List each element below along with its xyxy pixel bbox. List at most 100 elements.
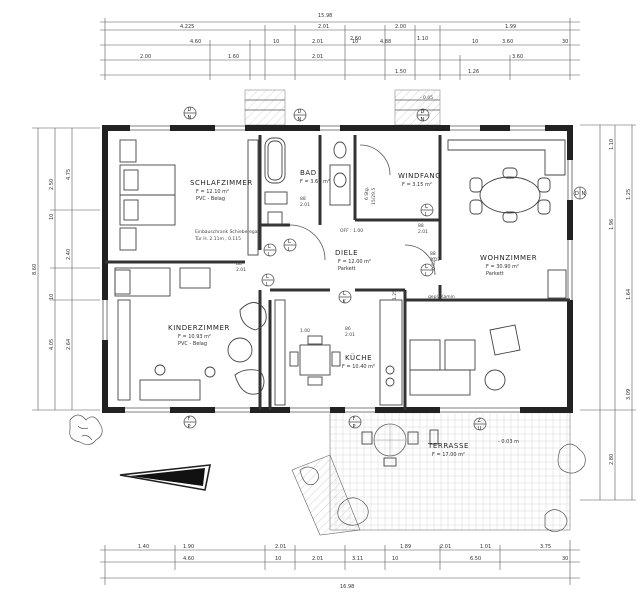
marker-n-top3: DN: [416, 108, 430, 123]
dim-bottom-7: 3.75: [540, 544, 551, 550]
kueche-dim2: 2.01: [345, 332, 355, 338]
shrub-left: [69, 414, 103, 445]
dim-left-1: 2.50: [49, 179, 55, 190]
svg-text:P: P: [188, 424, 191, 430]
dim-bottom-r2-1: 4.60: [183, 556, 194, 562]
entrance-area: - 0.05: [244, 89, 441, 126]
svg-text:D: D: [575, 191, 579, 197]
dim-top-r3-5: 1.26: [468, 69, 479, 75]
armchair: [489, 324, 521, 356]
dim-right-3: 1.96: [609, 219, 615, 230]
dim-bottom-1: 1.40: [138, 544, 149, 550]
svg-text:L: L: [268, 244, 271, 250]
schlafzimmer-area: F = 12.10 m²: [196, 189, 229, 195]
schlaf-door-dim2: 2.01: [236, 267, 246, 273]
svg-text:N: N: [298, 117, 302, 123]
dimension-lines-bottom: 1.40 1.90 2.01 1.89 2.01 1.01 3.75 4.60 …: [100, 540, 580, 590]
sink: [267, 211, 283, 225]
bad-dim2: 2.01: [300, 202, 310, 208]
marker-l-kinder: LL: [261, 273, 275, 288]
child-bed: [114, 267, 171, 297]
dim-left-5: 10: [49, 294, 55, 300]
dim-right-5: 2.80: [609, 454, 615, 465]
dim-top-6: 1.99: [505, 24, 516, 30]
stairs-label2: 15/29.5: [371, 188, 377, 205]
dim-top-r2-2: 10: [273, 39, 279, 45]
stairs-label: 6 Stg.: [364, 187, 370, 200]
svg-text:L: L: [425, 272, 428, 278]
svg-text:L: L: [288, 239, 291, 245]
dim-top-r3-6: 3.60: [512, 54, 523, 60]
svg-text:P: P: [353, 424, 356, 430]
room-bad: BAD F = 3.60 m² 88 2.01: [264, 137, 347, 225]
marker-k-diele: LK: [338, 290, 352, 305]
dim-top-4: 2.60: [350, 36, 361, 42]
dim-right-4: 1.64: [626, 289, 632, 300]
off-label: OFF : 1.00: [340, 228, 363, 234]
dim-top-r2-1: 4.60: [190, 39, 201, 45]
dim-top-total: 15.98: [318, 13, 332, 19]
kueche-name: KÜCHE: [345, 353, 372, 362]
terrace-level: - 0.03 m: [498, 439, 519, 445]
dim-top-r2-3: 2.01: [312, 39, 323, 45]
room-schlafzimmer: SCHLAFZIMMER F = 12.10 m² PVC - Belag Ei…: [119, 139, 259, 273]
svg-text:U: U: [478, 426, 482, 432]
svg-text:L: L: [266, 274, 269, 280]
interior-walls: [105, 135, 570, 410]
kitchen-counter-left: [274, 299, 286, 406]
dim-top-r2-4: 10: [352, 39, 358, 45]
svg-text:L: L: [425, 204, 428, 210]
kinder-dim: 1.00: [300, 328, 310, 334]
schlafzimmer-note1: Einbauschrank Schieberegal: [195, 229, 259, 235]
dim-bottom-r2-7: 30: [562, 556, 568, 562]
schlaf-door-dim: 88: [236, 261, 242, 267]
shrub-bottom: [299, 466, 369, 526]
dim-top-r2-6: 10: [472, 39, 478, 45]
dimension-lines-top: 15.98 4.225 2.01 2.00 2.60 1.10 1.99 4.6…: [100, 13, 580, 80]
marker-z-terrace: ZU: [473, 417, 487, 432]
kinderzimmer-floor: PVC - Belag: [178, 341, 207, 347]
room-windfang: 6 Stg. 15/29.5 WINDFANG F = 3.15 m² 88 2…: [329, 144, 441, 235]
dim-top-3: 2.00: [395, 24, 406, 30]
svg-text:F: F: [188, 416, 191, 422]
svg-text:L: L: [288, 247, 291, 253]
svg-text:Z: Z: [478, 418, 482, 424]
marker-l-schlaf: LL: [263, 243, 277, 258]
step-dim2: 0.625: [431, 257, 437, 270]
kitchen-table: [299, 344, 331, 376]
dim-right-6: 3.09: [626, 389, 632, 400]
svg-text:N: N: [421, 117, 425, 123]
diele-name: DIELE: [335, 249, 358, 257]
dim-bottom-r2-5: 10: [392, 556, 398, 562]
dim-left-4: 2.40: [66, 249, 72, 260]
svg-text:D: D: [188, 107, 192, 113]
dim-top-r3-1: 2.00: [140, 54, 151, 60]
wind-dim: 88: [418, 223, 424, 229]
terrace: TERRASSE F = 17.00 m² - 0.03 m: [69, 409, 586, 536]
kueche-dim: 86: [345, 326, 351, 332]
north-arrow: [119, 464, 211, 491]
nightstand-top: [119, 139, 137, 163]
svg-text:L: L: [266, 282, 269, 288]
svg-text:N: N: [582, 191, 586, 197]
bathtub: [264, 137, 286, 184]
dim-top-r3-3: 2.01: [312, 54, 323, 60]
marker-n-top2: DN: [293, 108, 307, 123]
dim-right-2: 1.25: [626, 189, 632, 200]
windfang-name: WINDFANG: [398, 172, 441, 180]
dim-left-7: 2.64: [66, 339, 72, 350]
dim-left-3: 10: [49, 214, 55, 220]
dim-bottom-r2-6: 6.50: [470, 556, 481, 562]
wohnzimmer-area: F = 30.90 m²: [486, 264, 519, 270]
dim-top-r3-2: 1.60: [228, 54, 239, 60]
wohnzimmer-floor: Parkett: [486, 271, 504, 277]
dimension-lines-right: 1.10 1.25 1.96 1.64 2.80 3.09: [580, 124, 636, 501]
sofa: [409, 369, 471, 396]
room-kueche: 1.00 KÜCHE F = 10.40 m² 86 2.01: [274, 299, 403, 406]
dining-table: [479, 176, 541, 214]
desk: [139, 379, 201, 401]
svg-text:L: L: [268, 252, 271, 258]
kinderzimmer-name: KINDERZIMMER: [168, 324, 230, 332]
dim-bottom-r2-2: 10: [275, 556, 281, 562]
